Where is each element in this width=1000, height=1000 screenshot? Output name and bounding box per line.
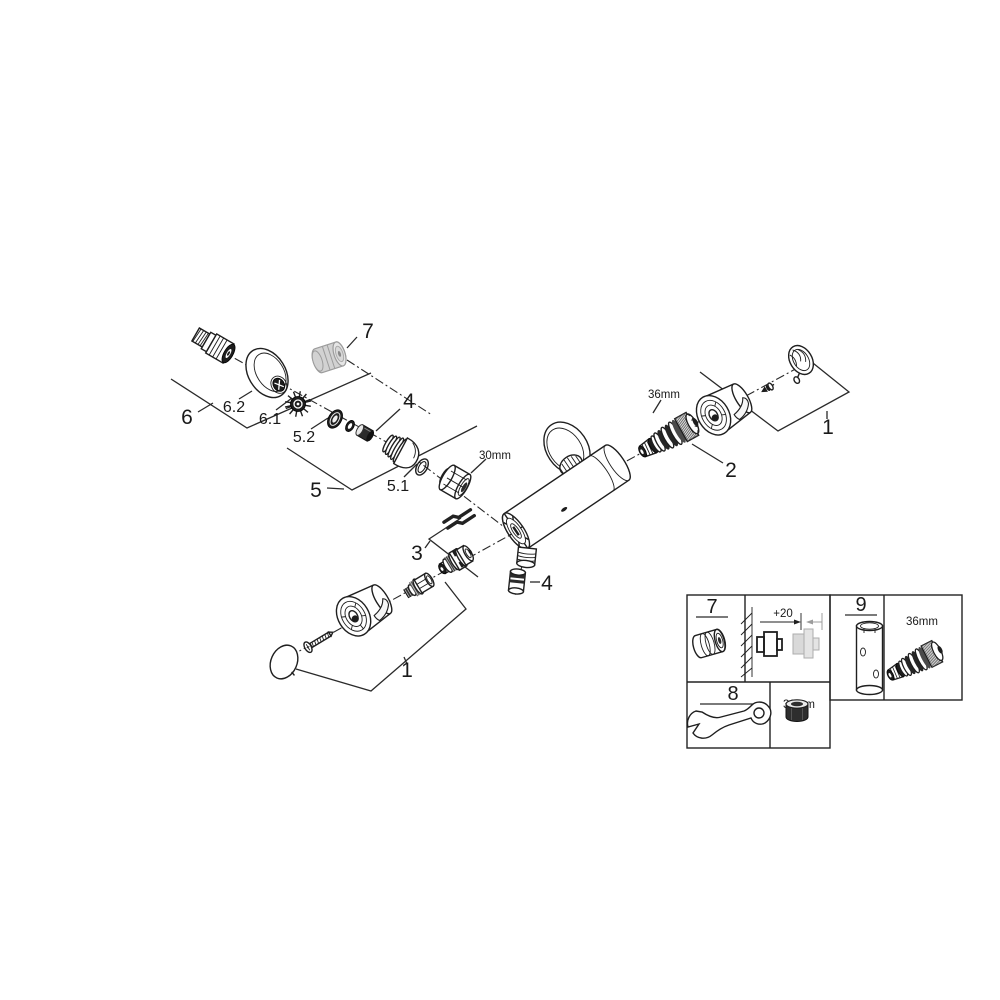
part-handle-knob-bottom xyxy=(335,584,393,637)
callout-7: 7 xyxy=(362,320,374,343)
callout-1-right: 1 xyxy=(822,416,834,439)
bracket-1-bottom xyxy=(295,581,467,692)
axis-union-to-body xyxy=(409,454,509,531)
tick-3 xyxy=(424,540,431,549)
part-thermo-cartridge-2 xyxy=(638,411,700,458)
leader-6-2 xyxy=(238,390,253,400)
callout-4-top: 4 xyxy=(403,390,415,413)
part-cap-7 xyxy=(311,341,347,374)
part-handle-cap-bottom xyxy=(269,644,299,680)
callout-4-bottom: 4 xyxy=(541,572,553,595)
leader-36mm xyxy=(652,399,662,414)
inset-label-9: 9 xyxy=(855,594,866,616)
callout-1-bottom: 1 xyxy=(401,659,413,682)
leader-6-1 xyxy=(275,397,293,411)
leader-5-2 xyxy=(310,417,329,430)
part-handle-screw-right xyxy=(761,382,775,393)
tick-5 xyxy=(326,487,345,490)
part-spindle-adapter xyxy=(403,572,435,599)
inset-wall-sketch xyxy=(740,607,823,678)
leader-30mm xyxy=(470,458,487,474)
part-handle-cap-right xyxy=(787,344,815,385)
callout-3: 3 xyxy=(411,542,423,565)
part-escutcheon-6-1 xyxy=(245,347,289,399)
part-seal-ring xyxy=(345,420,355,432)
bracket-6 xyxy=(170,372,372,429)
callout-5-2: 5.2 xyxy=(293,429,315,446)
callout-6-2: 6.2 xyxy=(223,399,245,416)
part-check-valve-4-top xyxy=(355,424,375,442)
leader-7-top xyxy=(346,336,358,349)
part-handle-screw-bottom xyxy=(303,631,334,654)
inset-part-extension-7 xyxy=(692,628,727,659)
callout-5-1: 5.1 xyxy=(387,478,409,495)
inset-tool-socket-9 xyxy=(855,620,884,696)
part-s-union-5-1 xyxy=(382,434,420,469)
callout-6-1: 6.1 xyxy=(259,411,281,428)
inset-box-right xyxy=(829,594,963,701)
size-label-30mm: 30mm xyxy=(479,450,511,462)
bracket-5 xyxy=(286,425,478,491)
part-star-seal xyxy=(284,391,312,417)
inset-panel: 7 8 9 +20 36mm 30mm xyxy=(686,594,963,749)
leader-2 xyxy=(691,443,724,464)
inset-size-36mm: 36mm xyxy=(906,616,938,628)
part-washer-5-2 xyxy=(327,409,343,429)
callout-5: 5 xyxy=(310,479,322,502)
size-label-36mm: 36mm xyxy=(648,389,680,401)
part-retaining-clip xyxy=(442,508,476,530)
part-handle-knob-right xyxy=(695,383,753,436)
inset-part-nut-30mm xyxy=(785,699,809,722)
inset-label-8: 8 xyxy=(727,683,738,705)
part-check-valve-4-bottom xyxy=(507,568,527,595)
inset-label-7: 7 xyxy=(706,596,717,618)
callout-2: 2 xyxy=(725,459,737,482)
axis-cap-7 xyxy=(346,359,433,416)
part-mixer-body xyxy=(501,444,631,550)
part-diverter-cartridge-3 xyxy=(438,544,475,575)
leader-5-1 xyxy=(403,463,418,478)
part-o-ring xyxy=(415,458,429,476)
part-outlet-spout xyxy=(516,546,538,569)
tick-1-bottom xyxy=(403,656,408,665)
part-wall-union xyxy=(190,327,236,364)
inset-tool-wrench-8 xyxy=(686,701,772,739)
leader-4-top xyxy=(375,408,401,432)
leader-lines xyxy=(170,336,851,692)
inset-dim-plus20: +20 xyxy=(773,608,793,620)
tick-6 xyxy=(197,402,214,413)
inset-part-cartridge-36mm xyxy=(886,639,944,681)
callout-6: 6 xyxy=(181,406,193,429)
part-union-nut-30mm xyxy=(438,464,472,500)
callout-labels: 6 6.2 6.1 7 5.2 4 5 5.1 30mm 36mm 2 1 3 … xyxy=(181,320,834,682)
